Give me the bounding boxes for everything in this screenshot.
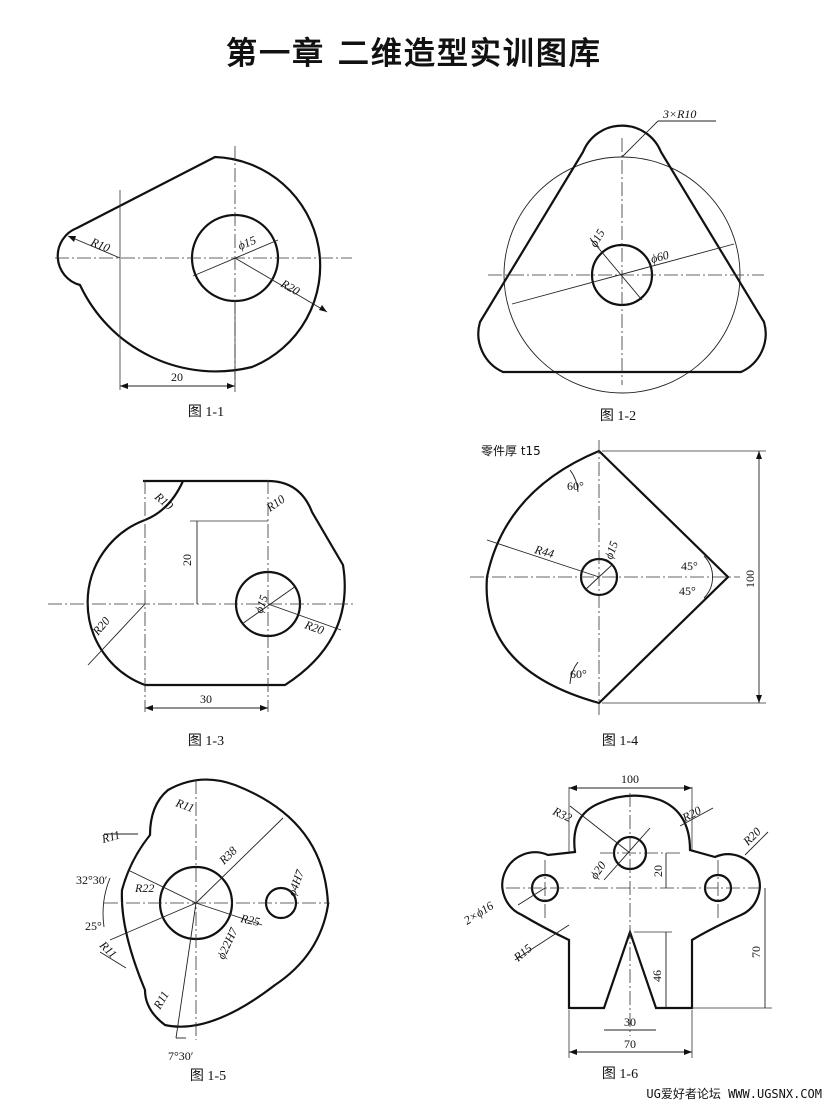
fig1-6-w70-label: 70 (624, 1037, 636, 1051)
fig1-6-r20b-label: R20 (740, 825, 764, 849)
figure-1-5: R11 R11 32°30′ R22 R38 25° R11 R25 ϕ4H7 … (76, 778, 330, 1084)
fig1-2-dia-small-label: ϕ15 (586, 227, 607, 250)
watermark-text: UG爱好者论坛 WWW.UGSNX.COM (646, 1087, 822, 1101)
fig1-5-r25-label: R25 (238, 911, 261, 929)
fig1-2-dia-circle-label: ϕ60 (649, 248, 670, 266)
fig1-5-angle-a-label: 32°30′ (76, 873, 108, 887)
figure-1-1: R10 ϕ15 R20 20 图 1-1 (55, 146, 352, 420)
fig1-5-caption: 图 1-5 (190, 1069, 226, 1084)
fig1-6-h46-label: 46 (650, 970, 664, 982)
fig1-4-angle-bot-label: 60° (570, 667, 587, 681)
fig1-3-r20-left-label: R20 (89, 614, 113, 639)
fig1-2-caption: 图 1-2 (600, 409, 636, 424)
fig1-1-width-label: 20 (171, 370, 183, 384)
fig1-3-width-label: 30 (200, 692, 212, 706)
chapter-title: 第一章 二维造型实训图库 (226, 36, 602, 72)
fig1-6-width-label: 100 (621, 772, 639, 786)
fig1-3-r20-right-label: R20 (302, 617, 326, 637)
fig1-3-r10-right-label: R10 (263, 492, 288, 515)
fig1-4-caption: 图 1-4 (602, 734, 638, 749)
fig1-6-holes-label: 2×ϕ16 (461, 899, 496, 928)
fig1-4-angle-top-label: 60° (567, 479, 584, 493)
fig1-6-h70-label: 70 (749, 946, 763, 958)
fig1-4-height-label: 100 (743, 570, 757, 588)
fig1-5-hole-label: ϕ4H7 (285, 867, 308, 898)
fig1-6-w30-label: 30 (624, 1015, 636, 1029)
fig1-6-r20a-label: R20 (679, 803, 704, 825)
fig1-6-caption: 图 1-6 (602, 1067, 638, 1082)
fig1-1-r10-label: R10 (88, 234, 112, 255)
fig1-4-angle-r2-label: 45° (679, 584, 696, 598)
figure-1-3: R10 R10 20 R20 ϕ15 R20 30 图 1-3 (48, 479, 356, 749)
figure-1-6: 100 R32 R20 R20 ϕ20 20 2×ϕ16 R15 46 70 3… (461, 772, 772, 1082)
fig1-4-dia-label: ϕ15 (602, 539, 621, 561)
fig1-6-r15-label: R15 (510, 941, 535, 965)
figure-1-4: 零件厚 t15 60° R44 ϕ15 45° 45° 100 60° 图 1-… (470, 440, 766, 749)
fig1-2-corner-label: 3×R10 (662, 107, 696, 121)
fig1-3-dia-label: ϕ15 (252, 593, 271, 615)
fig1-4-r44-label: R44 (532, 542, 555, 561)
figure-1-2: 3×R10 ϕ15 ϕ60 图 1-2 (477, 107, 767, 424)
fig1-5-angle-c-label: 7°30′ (168, 1049, 194, 1063)
fig1-5-r11-left-bot-label: R11 (96, 938, 120, 962)
fig1-6-v20-label: 20 (651, 865, 665, 877)
fig1-5-r11-top-label: R11 (173, 795, 196, 815)
fig1-4-angle-r1-label: 45° (681, 559, 698, 573)
fig1-5-r22-label: R22 (134, 881, 154, 895)
fig1-5-r11-bottom-label: R11 (150, 989, 172, 1013)
fig1-1-dia-label: ϕ15 (236, 233, 258, 253)
fig1-3-caption: 图 1-3 (188, 734, 224, 749)
fig1-5-r11-left-label: R11 (99, 828, 121, 847)
fig1-3-r10-left-label: R10 (151, 489, 176, 513)
fig1-5-angle-b-label: 25° (85, 919, 102, 933)
fig1-4-thickness-note: 零件厚 t15 (481, 444, 541, 458)
fig1-3-height-label: 20 (180, 554, 194, 566)
fig1-1-caption: 图 1-1 (188, 405, 224, 420)
